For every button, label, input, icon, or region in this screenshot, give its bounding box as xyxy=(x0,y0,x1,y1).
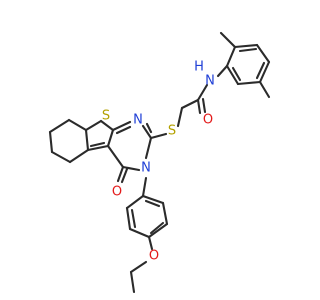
bond xyxy=(145,122,153,134)
bond xyxy=(233,43,259,49)
bond xyxy=(255,61,266,80)
bond xyxy=(84,119,103,132)
bond xyxy=(106,144,125,169)
bond xyxy=(176,106,184,128)
bond xyxy=(216,64,229,78)
bond xyxy=(255,43,271,64)
bond xyxy=(180,98,200,110)
bond xyxy=(86,144,110,152)
bond xyxy=(84,128,90,152)
bond xyxy=(196,83,209,102)
bond xyxy=(149,132,168,140)
bond xyxy=(89,141,106,148)
atom-label-h-amide: H xyxy=(194,60,204,75)
bond xyxy=(125,194,145,210)
atom-label-o-ether: O xyxy=(149,249,159,264)
atom-label-o-amide: O xyxy=(203,113,213,128)
bond xyxy=(128,227,151,239)
bond xyxy=(219,31,237,49)
bond xyxy=(111,120,132,132)
bond xyxy=(141,194,165,205)
bond xyxy=(196,98,202,115)
atom-label-s-thioether: S xyxy=(168,124,176,139)
bond xyxy=(115,125,132,135)
atom-label-n-pyrimidinone: N xyxy=(141,161,151,176)
bond xyxy=(258,60,271,84)
bond xyxy=(120,167,129,184)
atom-label-n-pyrimidine-ring: N xyxy=(133,113,143,128)
bond xyxy=(129,270,136,294)
bond xyxy=(129,260,148,274)
bond xyxy=(144,136,153,160)
bonds xyxy=(48,31,271,294)
bond xyxy=(144,199,161,208)
bond xyxy=(141,176,148,198)
molecule-svg: S N S O N H N O O xyxy=(48,31,271,294)
bond xyxy=(201,97,207,114)
molecule-structure-diagram: S N S O N H N O O xyxy=(48,31,271,294)
bond xyxy=(68,148,90,164)
atom-label-n-amide: N xyxy=(205,74,215,89)
bond xyxy=(258,80,271,99)
bond xyxy=(67,118,88,132)
bond xyxy=(141,124,153,140)
bond xyxy=(48,130,54,154)
bond xyxy=(225,64,240,86)
bond xyxy=(236,80,262,86)
bond xyxy=(231,66,242,82)
atom-labels: S N S O N H N O O xyxy=(102,60,215,264)
bond xyxy=(121,165,141,172)
bond xyxy=(238,47,258,53)
bond xyxy=(99,119,115,132)
bond xyxy=(48,118,71,134)
bond xyxy=(225,45,237,68)
atom-label-o-carbonyl: O xyxy=(112,185,122,200)
bond xyxy=(125,206,132,231)
bond xyxy=(147,235,154,251)
atom-label-s-thiophene: S xyxy=(102,109,110,124)
bond xyxy=(130,208,137,229)
bond xyxy=(106,128,115,148)
bond xyxy=(50,150,72,164)
bond xyxy=(149,221,165,235)
bond xyxy=(147,222,169,239)
bond xyxy=(116,165,125,183)
bond xyxy=(161,201,169,226)
